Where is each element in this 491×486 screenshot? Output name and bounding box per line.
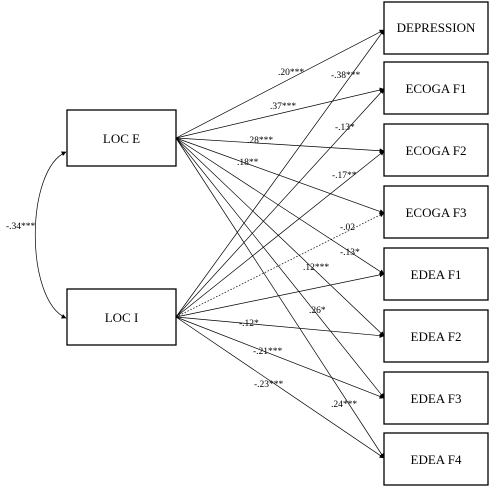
path-coefficient-label: -.23*** bbox=[254, 380, 284, 390]
box-edea-f1-label: EDEA F1 bbox=[411, 267, 462, 282]
path-arrow-loc-i-to-depression bbox=[175, 29, 385, 318]
box-ecoga-f2: ECOGA F2 bbox=[383, 123, 489, 177]
box-edea-f2: EDEA F2 bbox=[383, 309, 489, 363]
path-arrow-loc-e-to-ecoga-f3 bbox=[175, 137, 385, 214]
path-arrow-loc-i-to-edea-f3 bbox=[175, 316, 385, 399]
box-depression-label: DEPRESSION bbox=[397, 20, 476, 35]
path-coefficient-label: -.13* bbox=[340, 248, 360, 258]
path-coefficient-label: -.21*** bbox=[253, 347, 283, 357]
path-coefficient-label: -.38*** bbox=[331, 71, 361, 81]
path-arrow-loc-i-to-edea-f2 bbox=[175, 316, 385, 339]
box-ecoga-f2-label: ECOGA F2 bbox=[405, 143, 466, 158]
path-coefficient-label: .12*** bbox=[303, 263, 329, 273]
path-arrow-loc-i-to-edea-f1 bbox=[175, 272, 385, 318]
path-arrow-loc-i-to-ecoga-f2 bbox=[175, 150, 385, 318]
path-arrow-loc-e-to-edea-f3 bbox=[175, 137, 385, 399]
box-edea-f4: EDEA F4 bbox=[383, 432, 489, 486]
path-coefficient-label: .26* bbox=[309, 306, 326, 316]
paths-layer: .20*** .37*** .28*** .18** .12*** .26* .24*** -… bbox=[175, 29, 385, 459]
box-edea-f4-label: EDEA F4 bbox=[411, 452, 462, 467]
box-edea-f3: EDEA F3 bbox=[383, 371, 489, 425]
path-arrow-loc-i-to-edea-f4 bbox=[175, 316, 385, 459]
box-edea-f2-label: EDEA F2 bbox=[411, 329, 462, 344]
path-coefficient-label: -.13* bbox=[335, 123, 355, 133]
box-loc-i-label: LOC I bbox=[105, 310, 139, 325]
path-coefficient-label: .20*** bbox=[278, 68, 304, 78]
correlation-curve bbox=[35, 151, 67, 319]
path-arrow-loc-e-to-edea-f4 bbox=[175, 137, 385, 459]
correlation-label: -.34*** bbox=[6, 222, 36, 232]
box-loc-e-label: LOC E bbox=[103, 131, 140, 146]
path-coefficient-label: .18** bbox=[237, 158, 259, 168]
path-arrow-loc-e-to-edea-f1 bbox=[175, 137, 385, 275]
path-coefficient-label: -.17** bbox=[332, 171, 357, 181]
box-loc-e: LOC E bbox=[66, 109, 177, 167]
path-coefficient-label: -.12* bbox=[239, 319, 259, 329]
box-ecoga-f3-label: ECOGA F3 bbox=[405, 205, 466, 220]
path-arrow-loc-e-to-edea-f2 bbox=[175, 137, 385, 337]
box-edea-f1: EDEA F1 bbox=[383, 247, 489, 301]
path-coefficient-label: .28*** bbox=[247, 136, 273, 146]
box-ecoga-f3: ECOGA F3 bbox=[383, 185, 489, 239]
path-arrow-loc-i-to-ecoga-f3 bbox=[175, 212, 385, 318]
box-edea-f3-label: EDEA F3 bbox=[411, 391, 462, 406]
box-loc-i: LOC I bbox=[66, 288, 177, 346]
path-arrow-loc-e-to-ecoga-f2 bbox=[175, 137, 385, 154]
path-arrow-loc-i-to-ecoga-f1 bbox=[175, 88, 385, 318]
path-arrow-loc-e-to-ecoga-f1 bbox=[175, 87, 385, 139]
box-depression: DEPRESSION bbox=[383, 1, 489, 55]
path-coefficient-label: .37*** bbox=[270, 102, 296, 112]
box-ecoga-f1: ECOGA F1 bbox=[383, 61, 489, 115]
box-ecoga-f1-label: ECOGA F1 bbox=[405, 81, 466, 96]
path-coefficient-label: -.02 bbox=[340, 223, 355, 233]
path-arrow-loc-e-to-depression bbox=[175, 29, 385, 139]
path-coefficient-label: .24*** bbox=[331, 400, 357, 410]
